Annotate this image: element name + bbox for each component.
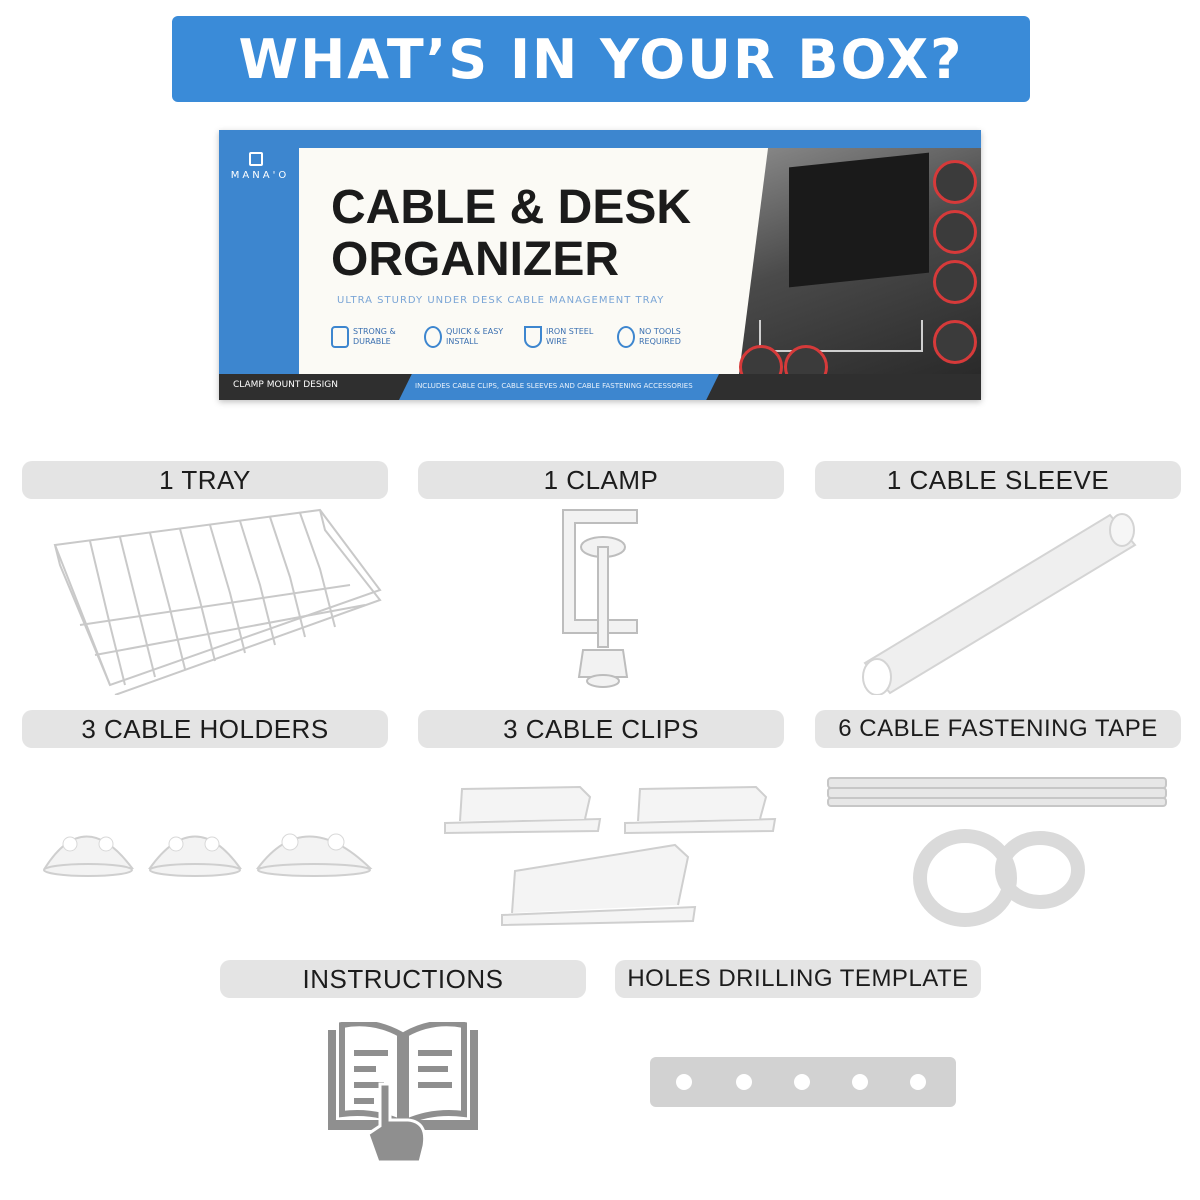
shield-icon	[524, 326, 542, 348]
box-side-panel	[219, 130, 299, 400]
box-title-line1: CABLE & DESK	[331, 181, 692, 234]
box-top-strip	[219, 130, 981, 148]
cable-holder-icon	[43, 833, 373, 877]
box-title-line2: ORGANIZER	[331, 233, 619, 286]
clock-icon	[424, 326, 442, 348]
no-tools-icon	[617, 326, 635, 348]
item-label-clamp: 1 CLAMP	[418, 461, 784, 499]
feature-label: STRONG & DURABLE	[353, 327, 396, 346]
detail-circle-icon	[933, 210, 977, 254]
feature-steel: IRON STEEL WIRE	[524, 326, 616, 348]
feature-label: IRON STEEL WIRE	[546, 327, 594, 346]
cable-clip-icon	[444, 785, 777, 927]
box-bottom-blue-band	[399, 374, 719, 400]
dumbbell-icon	[331, 326, 349, 348]
item-label-template: HOLES DRILLING TEMPLATE	[615, 960, 981, 998]
feature-no-tools: NO TOOLS REQUIRED	[617, 326, 709, 348]
product-box-image: MANA'O CABLE & DESK ORGANIZER ULTRA STUR…	[219, 130, 981, 400]
page-title-banner: WHAT’S IN YOUR BOX?	[172, 16, 1030, 102]
detail-circle-icon	[933, 160, 977, 204]
feature-install: QUICK & EASY INSTALL	[424, 326, 516, 348]
item-label-sleeve: 1 CABLE SLEEVE	[815, 461, 1181, 499]
detail-circle-icon	[933, 320, 977, 364]
detail-circle-icon	[933, 260, 977, 304]
instructions-book-icon	[328, 1022, 478, 1162]
feature-label: NO TOOLS REQUIRED	[639, 327, 681, 346]
box-title: CABLE & DESK ORGANIZER	[331, 182, 751, 286]
brand-logo-icon	[249, 152, 263, 166]
cable-sleeve-icon	[862, 513, 1137, 695]
drilling-template-icon	[650, 1057, 956, 1107]
feature-strong: STRONG & DURABLE	[331, 326, 423, 348]
box-bottom-label: CLAMP MOUNT DESIGN	[233, 380, 338, 390]
item-label-clips: 3 CABLE CLIPS	[418, 710, 784, 748]
item-label-tray: 1 TRAY	[22, 461, 388, 499]
item-label-tape: 6 CABLE FASTENING TAPE	[815, 710, 1181, 748]
clamp-icon	[562, 509, 638, 688]
box-includes-text: INCLUDES CABLE CLIPS, CABLE SLEEVES AND …	[415, 382, 693, 390]
wire-tray-icon	[53, 508, 382, 695]
box-subtitle: ULTRA STURDY UNDER DESK CABLE MANAGEMENT…	[337, 295, 665, 306]
page-title: WHAT’S IN YOUR BOX?	[238, 27, 964, 91]
brand-name: MANA'O	[230, 170, 290, 181]
item-label-instructions: INSTRUCTIONS	[220, 960, 586, 998]
item-label-holders: 3 CABLE HOLDERS	[22, 710, 388, 748]
monitor-shape	[789, 152, 929, 288]
feature-label: QUICK & EASY INSTALL	[446, 327, 504, 346]
fastening-tape-icon	[827, 777, 1167, 927]
photo-tray-shape	[759, 320, 923, 352]
